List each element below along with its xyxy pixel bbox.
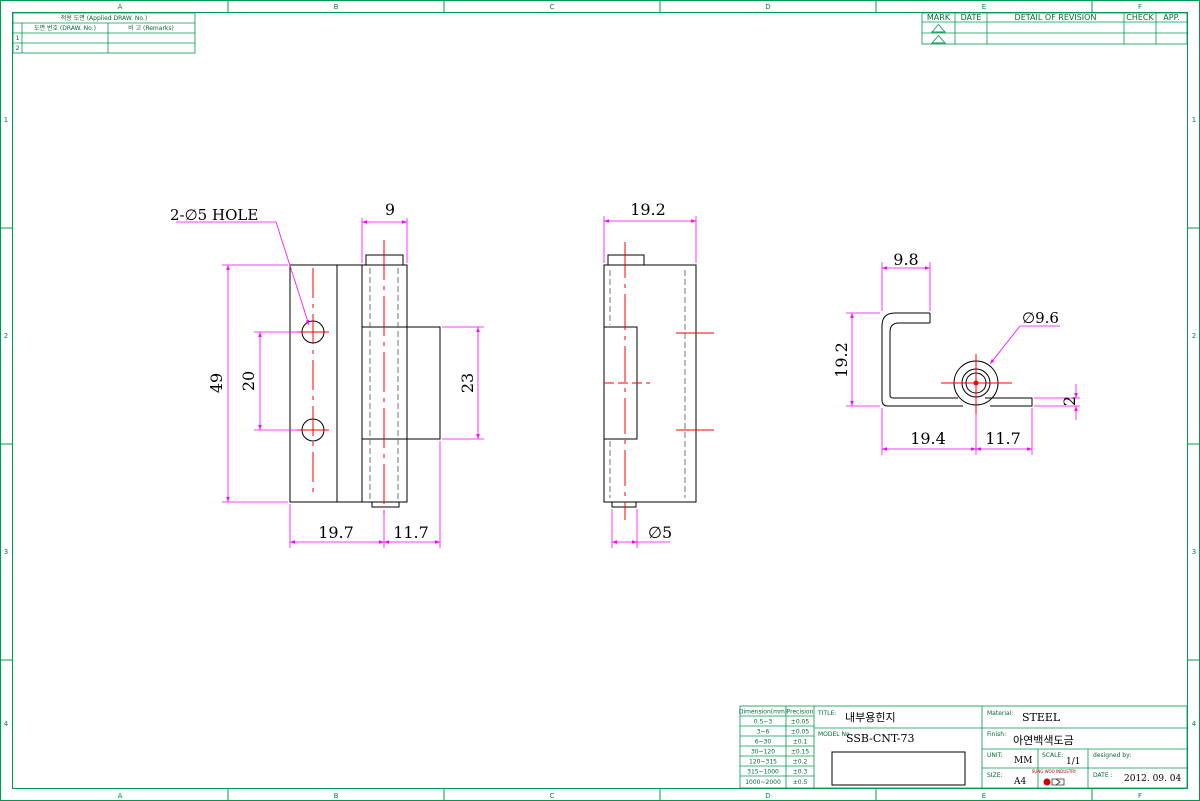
plan-dim-thickness: 2 [1060,396,1079,406]
plan-dim-bottom-right: 11.7 [985,429,1021,448]
tolerance-range: 3~6 [757,729,770,736]
front-dim-bottom-left: 19.7 [318,523,354,542]
zone-row-right: 1 [1192,116,1196,124]
side-dim-top: 19.2 [630,200,666,219]
title-block: Dimension(mm) Precision 0.5~3 ±0.05 3~6 … [739,705,1188,789]
zone-col-top: F [1138,3,1142,11]
revision-mark-triangle-icon [931,23,946,44]
revision-header-app: APP. [1163,13,1179,22]
applied-table-col-drawno: 도면 번호 (DRAW. No.) [34,24,96,32]
front-hole-note: 2-∅5 HOLE [170,206,258,224]
front-dim-pitch: 20 [239,371,258,391]
scale-label: SCALE: [1042,752,1063,759]
zone-col-bottom: E [982,792,986,800]
date-label: DATE : [1093,772,1113,779]
title-value: 내부용힌지 [845,711,896,724]
tolerance-range: 1000~2000 [745,779,781,786]
title-label: TITLE: [817,710,836,717]
zone-row-left: 4 [4,720,9,728]
finish-value: 아연백색도금 [1013,734,1074,747]
front-dim-height: 49 [207,373,226,393]
zone-labels: A B C D E F A B C D E F 1 2 3 4 1 2 3 4 [4,3,1197,800]
tolerance-value: ±0.1 [793,739,808,746]
tolerance-table: Dimension(mm) Precision 0.5~3 ±0.05 3~6 … [739,709,814,787]
side-view: 19.2 ∅5 [603,200,714,548]
zone-col-bottom: A [118,792,123,800]
designed-by-label: designed by: [1093,752,1131,759]
zone-col-bottom: D [765,792,770,800]
zone-col-top: A [118,3,123,11]
applied-drawing-table: 적용 도면 (Applied DRAW. No.) 도면 번호 (DRAW. N… [12,12,196,54]
company-logo: SUNG WOO INDUSTRY [1032,769,1077,786]
front-dim-bottom-right: 11.7 [393,523,429,542]
material-label: Material: [987,710,1013,717]
revision-header-date: DATE [961,13,982,22]
zone-row-right: 2 [1192,332,1196,340]
revision-table: MARK DATE DETAIL OF REVISION CHECK APP. [921,12,1188,45]
front-view: 9 49 20 23 19.7 11.7 2-∅5 HOLE [170,200,484,548]
plan-dim-bottom-left: 19.4 [910,429,946,448]
zone-col-bottom: B [334,792,339,800]
finish-label: Finish: [987,731,1006,738]
zone-row-left: 3 [4,548,8,556]
tolerance-header-dimension: Dimension(mm) [739,709,787,716]
tolerance-value: ±0.5 [793,779,808,786]
unit-value: MM [1014,756,1032,766]
size-value: A4 [1013,777,1026,787]
drawing-number-box [831,751,966,786]
model-value: SSB-CNT-73 [846,732,915,745]
plan-dim-top: 9.8 [893,250,918,269]
plan-dim-bore: ∅9.6 [1022,309,1059,327]
zone-row-left: 2 [4,332,8,340]
tolerance-range: 6~30 [755,739,772,746]
zone-col-top: C [550,3,555,11]
zone-col-bottom: F [1138,792,1142,800]
date-value: 2012. 09. 04 [1124,774,1182,784]
size-label: SIZE: [987,772,1003,779]
tolerance-header-precision: Precision [787,709,814,716]
unit-label: UNIT: [987,752,1003,759]
zone-col-top: B [334,3,339,11]
tolerance-value: ±0.05 [791,719,810,726]
revision-header-check: CHECK [1126,13,1154,22]
scale-value: 1/1 [1066,757,1080,767]
revision-header-detail: DETAIL OF REVISION [1015,13,1097,22]
tolerance-range: 30~120 [751,749,775,756]
front-view-leaf [289,264,338,503]
plan-view-bracket [881,312,963,407]
material-value: STEEL [1022,711,1061,724]
model-label: MODEL No [818,731,850,738]
plan-dim-height: 19.2 [832,342,851,378]
front-dim-leaf: 23 [458,373,477,393]
revision-header-mark: MARK [927,13,951,22]
zone-col-top: D [765,3,770,11]
tolerance-value: ±0.15 [791,749,810,756]
applied-table-row-num: 2 [16,45,20,52]
zone-row-left: 1 [4,116,8,124]
tolerance-range: 0.5~3 [754,719,773,726]
tolerance-value: ±0.2 [793,759,808,766]
applied-table-title: 적용 도면 (Applied DRAW. No.) [61,14,147,22]
zone-col-top: E [982,3,986,11]
zone-row-right: 3 [1192,548,1196,556]
applied-table-row-num: 1 [16,35,20,42]
applied-table-col-remarks: 비 고 (Remarks) [128,24,174,32]
tolerance-range: 315~1000 [747,769,779,776]
tolerance-value: ±0.3 [793,769,808,776]
front-dim-top: 9 [385,200,395,219]
plan-view: 9.8 19.2 ∅9.6 2 19.4 11.7 [832,250,1080,455]
zone-row-right: 4 [1192,720,1197,728]
svg-text:SUNG WOO INDUSTRY: SUNG WOO INDUSTRY [1032,769,1077,774]
tolerance-value: ±0.05 [791,729,810,736]
tolerance-range: 120~315 [749,759,777,766]
zone-col-bottom: C [550,792,555,800]
side-dim-pin: ∅5 [648,523,672,542]
